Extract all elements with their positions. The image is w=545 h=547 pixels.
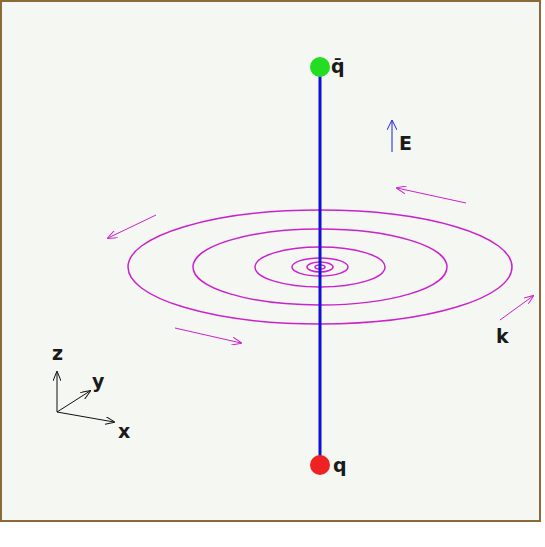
- antiquark-label: q̄: [331, 57, 345, 76]
- axes: [57, 372, 114, 422]
- axis-label: z: [52, 344, 63, 363]
- quark-label: q: [333, 456, 347, 475]
- antiquark-dot: [310, 57, 330, 77]
- axis-label: x: [118, 422, 130, 441]
- frame: [1, 1, 540, 521]
- field-arrow: [392, 121, 393, 152]
- flux-tube: [319, 67, 322, 465]
- quark-dot: [310, 455, 330, 475]
- wavevector-label: k: [496, 327, 509, 346]
- field-label: E: [399, 134, 412, 153]
- axis-label: y: [92, 372, 104, 391]
